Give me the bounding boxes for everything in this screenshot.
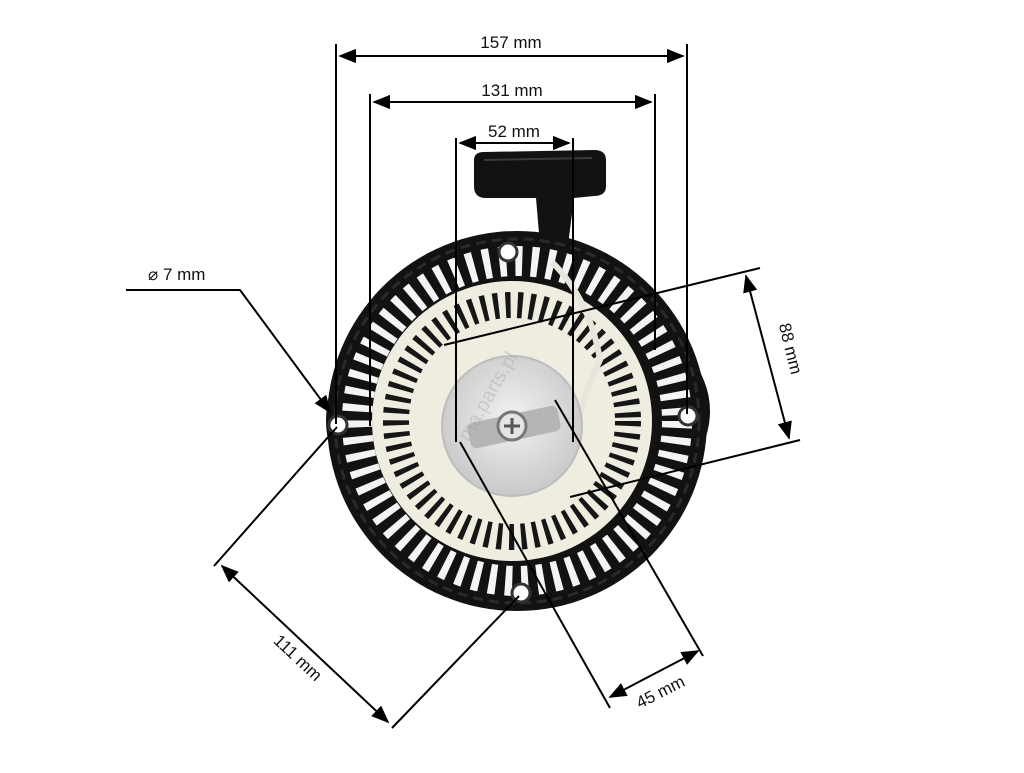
dim-111 (220, 564, 390, 724)
leader-7 (126, 289, 332, 414)
recoil-starter: ma.parts.pl (326, 150, 710, 611)
dimension-lines (126, 44, 801, 729)
ext-line-45-right (554, 399, 704, 657)
label-handle-width: 52 mm (488, 122, 540, 141)
ext-line-111-right (391, 595, 520, 729)
ext-line-111-left (213, 426, 338, 567)
label-inner-width: 131 mm (481, 81, 542, 100)
ext-line-88-bottom (569, 439, 801, 498)
ext-line-45-left (459, 441, 611, 709)
ext-line-88-top (443, 267, 761, 346)
pull-handle (474, 150, 606, 245)
label-overall-width: 157 mm (480, 33, 541, 52)
dim-45 (608, 650, 700, 698)
dim-88 (743, 274, 792, 440)
label-hole-diameter: ⌀ 7 mm (148, 265, 205, 284)
label-mount-spacing-bottom-left: 111 mm (270, 631, 326, 685)
label-mount-spacing-right: 88 mm (775, 321, 806, 376)
label-hub-span: 45 mm (633, 672, 688, 713)
center-hub (441, 355, 583, 497)
